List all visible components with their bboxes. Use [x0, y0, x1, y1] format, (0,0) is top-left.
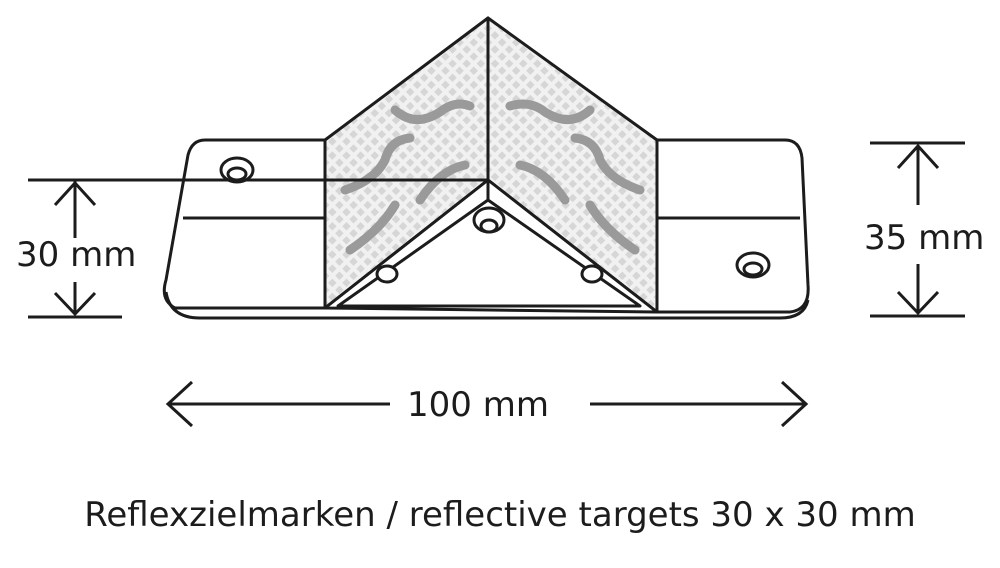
- dimension-height-left: [28, 178, 488, 319]
- height-right-dimension-label: 35 mm: [864, 218, 985, 258]
- mounting-hole-right-icon: [735, 251, 771, 279]
- width-dimension-label: 100 mm: [395, 388, 561, 422]
- dimension-height-right: [870, 141, 965, 318]
- caption: Reflexzielmarken / reflective targets 30…: [84, 495, 916, 535]
- reflector-front-triangle: [323, 178, 659, 314]
- dimension-width: [165, 380, 809, 428]
- front-screw-icon: [375, 206, 604, 284]
- height-left-dimension-label: 30 mm: [16, 235, 137, 275]
- base-plate: [162, 138, 810, 320]
- reflector-right-face: [486, 16, 659, 314]
- mounting-hole-left-icon: [219, 156, 255, 184]
